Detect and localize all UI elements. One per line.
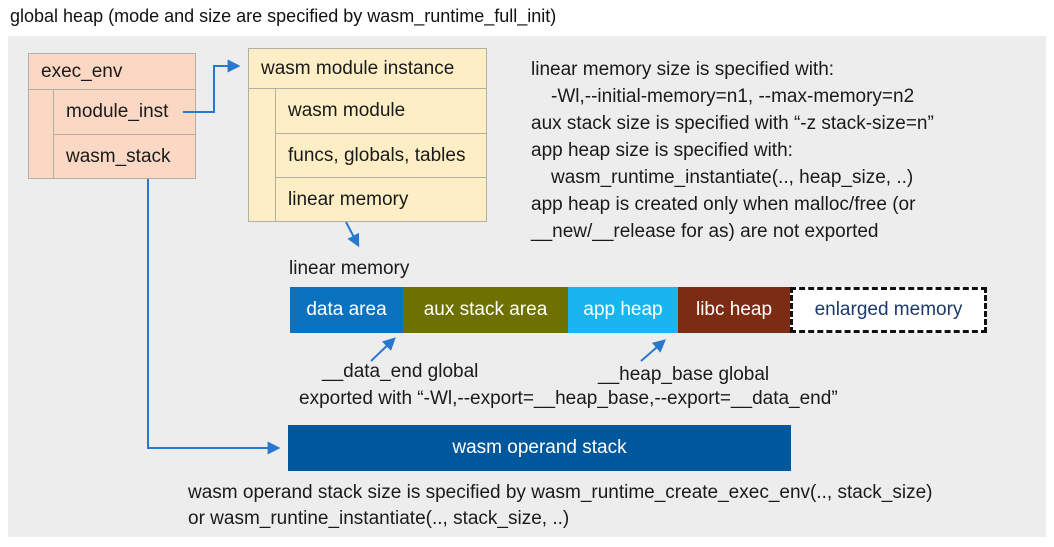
- exec-env-box: exec_env module_inst wasm_stack: [28, 53, 196, 179]
- segment-libc-heap: libc heap: [678, 287, 790, 333]
- module-instance-row-funcs-globals-tables: funcs, globals, tables: [276, 134, 486, 179]
- exec-env-indent: [29, 90, 54, 179]
- note-or-instantiate: or wasm_runtine_instantiate(.., stack_si…: [188, 508, 570, 529]
- module-instance-header: wasm module instance: [249, 49, 486, 89]
- segment-data-area: data area: [290, 287, 403, 333]
- operand-stack-notes: wasm operand stack size is specified by …: [188, 480, 933, 532]
- note-linear-memory-size: linear memory size is specified with:: [531, 59, 835, 80]
- module-instance-body: wasm module funcs, globals, tables linea…: [249, 89, 486, 222]
- linear-memory-bar: data area aux stack area app heap libc h…: [290, 287, 987, 333]
- note-runtime-instantiate: wasm_runtime_instantiate(.., heap_size, …: [551, 167, 914, 188]
- memory-size-notes: linear memory size is specified with: -W…: [531, 56, 1036, 245]
- exec-env-rows: module_inst wasm_stack: [54, 90, 195, 179]
- note-aux-stack-size: aux stack size is specified with “-z sta…: [531, 113, 934, 134]
- segment-app-heap: app heap: [568, 287, 678, 333]
- note-operand-stack-size: wasm operand stack size is specified by …: [188, 482, 933, 503]
- note-app-heap-created-1: app heap is created only when malloc/fre…: [531, 194, 916, 215]
- module-instance-row-wasm-module: wasm module: [276, 89, 486, 134]
- wasm-operand-stack-bar: wasm operand stack: [288, 425, 791, 471]
- exec-env-header: exec_env: [29, 54, 195, 90]
- data-end-global-label: __data_end global: [322, 361, 479, 382]
- exec-env-body: module_inst wasm_stack: [29, 90, 195, 179]
- note-app-heap-created-2: __new/__release for as) are not exported: [531, 221, 879, 242]
- module-instance-rows: wasm module funcs, globals, tables linea…: [276, 89, 486, 222]
- module-instance-row-linear-memory: linear memory: [288, 189, 409, 211]
- exported-with-label: exported with “-Wl,--export=__heap_base,…: [299, 388, 838, 409]
- exec-env-row-wasm-stack: wasm_stack: [66, 146, 171, 167]
- exec-env-row-module-inst: module_inst: [54, 90, 195, 135]
- heap-base-global-label: __heap_base global: [598, 364, 770, 385]
- note-app-heap-size: app heap size is specified with:: [531, 140, 793, 161]
- page-title: global heap (mode and size are specified…: [10, 6, 557, 26]
- module-instance-indent: [249, 89, 276, 222]
- linear-memory-label: linear memory: [289, 258, 410, 279]
- segment-enlarged-memory: enlarged memory: [790, 287, 987, 333]
- note-initial-max-memory: -Wl,--initial-memory=n1, --max-memory=n2: [551, 86, 915, 107]
- module-instance-box: wasm module instance wasm module funcs, …: [248, 48, 487, 222]
- segment-aux-stack-area: aux stack area: [403, 287, 568, 333]
